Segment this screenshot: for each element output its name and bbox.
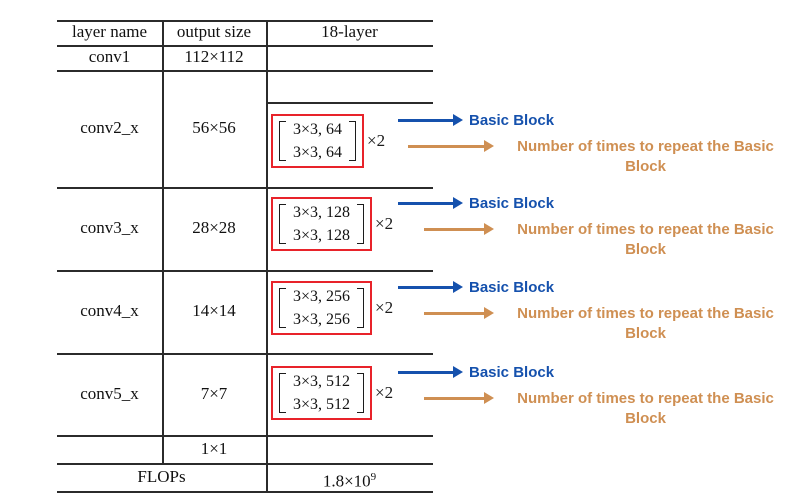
conv2-matrix-line1: 3×3, 64: [293, 121, 343, 138]
conv5-matrix: 3×3, 512 3×3, 512: [286, 370, 357, 416]
conv2-matrix-line2: 3×3, 64: [293, 144, 343, 161]
conv5-matrix-line1: 3×3, 512: [293, 373, 351, 390]
conv4-matrix: 3×3, 256 3×3, 256: [286, 285, 357, 331]
header-bottom-border: [57, 45, 433, 47]
conv3-matrix: 3×3, 128 3×3, 128: [286, 201, 357, 247]
flops-value-base: 1.8×10: [322, 471, 371, 491]
conv2-name: conv2_x: [80, 118, 139, 137]
left-bracket-icon: [279, 373, 286, 413]
repeat-label-line1: Number of times to repeat the Basic: [517, 221, 774, 238]
conv2-block-group: 3×3, 64 3×3, 64 ×2: [271, 114, 385, 168]
conv3-bottom-border: [57, 270, 433, 272]
column-divider-1: [162, 20, 164, 463]
right-bracket-icon: [357, 204, 365, 244]
repeat-label-line1: Number of times to repeat the Basic: [517, 305, 774, 322]
col3-subrow-border: [266, 102, 433, 104]
conv5-output: 7×7: [200, 384, 228, 403]
conv5-name: conv5_x: [80, 384, 139, 403]
right-arrowhead-icon: [453, 197, 463, 209]
repeat-label-line1: Number of times to repeat the Basic: [517, 138, 774, 155]
conv2-repeat-count: ×2: [367, 131, 386, 150]
basic-block-arrow-line: [398, 286, 453, 289]
conv4-repeat-count: ×2: [375, 298, 394, 317]
conv3-red-highlight-box: 3×3, 128 3×3, 128: [271, 197, 373, 251]
right-arrowhead-icon: [484, 140, 494, 152]
repeat-label-line2: Block: [625, 410, 666, 427]
right-arrowhead-icon: [453, 281, 463, 293]
conv2-output: 56×56: [192, 118, 236, 137]
right-bracket-icon: [357, 373, 365, 413]
left-bracket-icon: [279, 288, 286, 328]
conv1-bottom-border: [57, 70, 433, 72]
conv5-repeat-count: ×2: [375, 383, 394, 402]
left-bracket-icon: [279, 121, 286, 161]
table-top-border: [57, 20, 433, 22]
repeat-label-line1: Number of times to repeat the Basic: [517, 390, 774, 407]
pool-output: 1×1: [200, 439, 228, 458]
flops-label: FLOPs: [137, 467, 186, 486]
header-output-size: output size: [176, 22, 252, 41]
pool-bottom-border: [57, 463, 433, 465]
conv3-name: conv3_x: [80, 218, 139, 237]
repeat-arrow-line: [424, 228, 485, 231]
conv1-output: 112×112: [184, 47, 244, 66]
conv4-matrix-line1: 3×3, 256: [293, 288, 351, 305]
conv3-repeat-count: ×2: [375, 214, 394, 233]
conv2-red-highlight-box: 3×3, 64 3×3, 64: [271, 114, 365, 168]
conv5-bottom-border: [57, 435, 433, 437]
repeat-label-line2: Block: [625, 325, 666, 342]
basic-block-arrow-line: [398, 119, 453, 122]
right-bracket-icon: [357, 288, 365, 328]
flops-value-exponent: 9: [370, 471, 377, 483]
conv4-red-highlight-box: 3×3, 256 3×3, 256: [271, 281, 373, 335]
conv5-matrix-line2: 3×3, 512: [293, 396, 351, 413]
right-arrowhead-icon: [484, 392, 494, 404]
conv3-block-group: 3×3, 128 3×3, 128 ×2: [271, 197, 393, 251]
repeat-label: Number of times to repeat the Basic Bloc…: [497, 137, 794, 177]
right-arrowhead-icon: [453, 366, 463, 378]
conv3-output: 28×28: [192, 218, 236, 237]
conv4-block-group: 3×3, 256 3×3, 256 ×2: [271, 281, 393, 335]
conv4-output: 14×14: [192, 301, 236, 320]
right-arrowhead-icon: [484, 307, 494, 319]
left-bracket-icon: [279, 204, 286, 244]
basic-block-label: Basic Block: [469, 279, 555, 296]
conv2-matrix: 3×3, 64 3×3, 64: [286, 118, 349, 164]
conv1-name: conv1: [88, 47, 131, 66]
basic-block-label: Basic Block: [469, 364, 555, 381]
conv3-matrix-line2: 3×3, 128: [293, 227, 351, 244]
header-layer-name: layer name: [71, 22, 148, 41]
repeat-label-line2: Block: [625, 241, 666, 258]
header-18-layer: 18-layer: [321, 22, 378, 41]
table-bottom-border: [57, 491, 433, 493]
repeat-label: Number of times to repeat the Basic Bloc…: [497, 220, 794, 260]
repeat-label: Number of times to repeat the Basic Bloc…: [497, 304, 794, 344]
conv5-block-group: 3×3, 512 3×3, 512 ×2: [271, 366, 393, 420]
conv2-bottom-border: [57, 187, 433, 189]
conv4-name: conv4_x: [80, 301, 139, 320]
conv4-matrix-line2: 3×3, 256: [293, 311, 351, 328]
column-divider-2: [266, 20, 268, 491]
conv4-bottom-border: [57, 353, 433, 355]
repeat-arrow-line: [408, 145, 485, 148]
basic-block-label: Basic Block: [469, 195, 555, 212]
conv3-matrix-line1: 3×3, 128: [293, 204, 351, 221]
right-bracket-icon: [349, 121, 357, 161]
flops-value: 1.8×109: [266, 467, 433, 492]
repeat-arrow-line: [424, 397, 485, 400]
repeat-label-line2: Block: [625, 158, 666, 175]
repeat-arrow-line: [424, 312, 485, 315]
basic-block-arrow-line: [398, 202, 453, 205]
basic-block-arrow-line: [398, 371, 453, 374]
right-arrowhead-icon: [453, 114, 463, 126]
right-arrowhead-icon: [484, 223, 494, 235]
basic-block-label: Basic Block: [469, 112, 555, 129]
conv5-red-highlight-box: 3×3, 512 3×3, 512: [271, 366, 373, 420]
repeat-label: Number of times to repeat the Basic Bloc…: [497, 389, 794, 429]
